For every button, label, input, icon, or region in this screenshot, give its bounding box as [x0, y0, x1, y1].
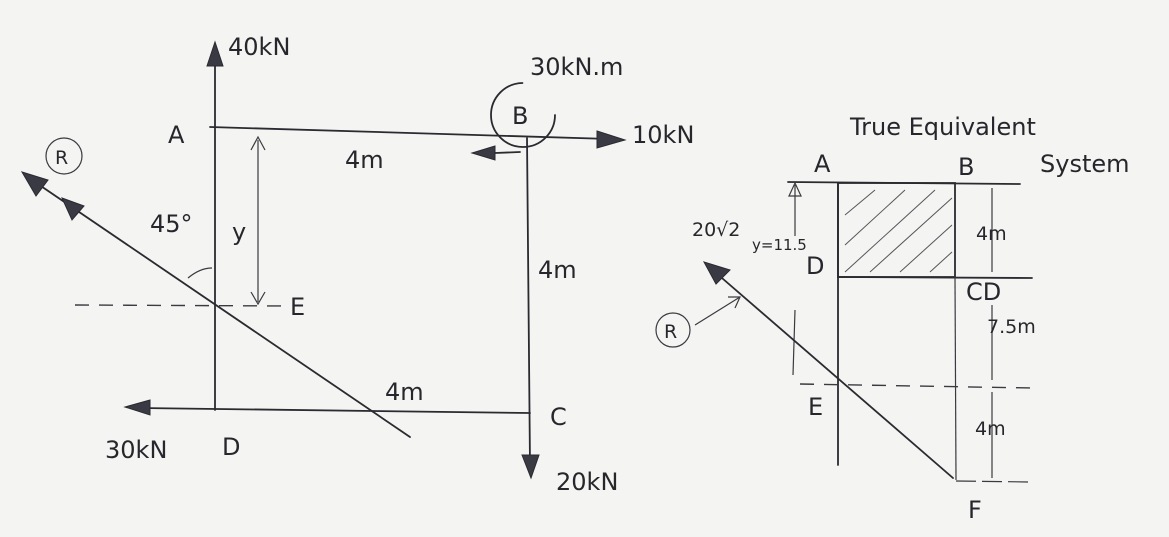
title-line1: True Equivalent — [849, 113, 1036, 141]
resultant-label: R — [664, 321, 677, 343]
resultant-circle — [45, 137, 83, 175]
dim-y-label: y — [232, 218, 246, 246]
point-a-label: A — [168, 121, 185, 149]
resultant-arrow-icon — [61, 197, 85, 221]
dim-arrow-icon — [250, 291, 266, 306]
point-d-label: D — [222, 433, 240, 461]
line-ab — [787, 181, 1021, 185]
line-cf — [954, 276, 957, 481]
dim-ab-label: 4m — [345, 146, 384, 174]
dim-bc-label: 4m — [538, 256, 577, 284]
dim-arrow-icon — [788, 181, 802, 197]
dim-ef-label: 4m — [975, 418, 1006, 440]
true-equivalent-system-diagram: True Equivalent System A B 20√2 y=11.5 D… — [655, 113, 1130, 524]
moment-arrow-icon — [470, 145, 496, 161]
arrow-up-icon — [206, 40, 224, 67]
hatched-region — [837, 182, 956, 278]
moment-arc — [490, 82, 556, 148]
force-label: 20√2 — [692, 219, 740, 241]
force-30kn-label: 30kN — [105, 436, 167, 464]
dashed-line-e — [74, 304, 291, 307]
arrow-down-icon — [521, 454, 540, 480]
resultant-arrow-icon — [702, 261, 731, 285]
point-cd-label: CD — [966, 278, 1001, 306]
point-a-label: A — [814, 150, 831, 178]
point-f-label: F — [968, 496, 982, 524]
moment-tail — [494, 151, 521, 154]
pointer-arrow-icon — [728, 296, 741, 309]
resultant-arrow-icon — [20, 171, 49, 197]
resultant-line — [714, 271, 954, 479]
arrow-right-icon — [596, 130, 627, 149]
force-40kn-label: 40kN — [228, 33, 290, 61]
title-line2: System — [1040, 150, 1130, 178]
angle-arc — [187, 267, 213, 279]
line-dc — [837, 276, 1033, 279]
moment-label: 30kN.m — [530, 53, 623, 81]
force-10kn-label: 10kN — [632, 121, 694, 149]
dashed-line-e — [799, 383, 1033, 389]
pointer-arrow — [694, 296, 741, 326]
member-ab — [209, 126, 611, 140]
arrow-left-icon — [123, 399, 151, 416]
dim-arrow-icon — [250, 135, 266, 151]
resultant-circle — [655, 312, 691, 348]
dim-bc-label: 4m — [976, 223, 1007, 245]
dim-ce-label: 7.5m — [987, 316, 1036, 338]
member-bc — [526, 137, 531, 466]
angle-label: 45° — [150, 210, 193, 238]
point-c-label: C — [550, 403, 567, 431]
line-f — [955, 480, 1031, 483]
dim-dc-label: 4m — [385, 378, 424, 406]
point-e-label: E — [290, 293, 305, 321]
left-free-body-diagram: 40kN 10kN A 4m B 30kN.m 4m C 20kN 4m 30k… — [20, 33, 694, 496]
force-20kn-label: 20kN — [556, 468, 618, 496]
dim-e-line — [792, 309, 796, 376]
point-e-label: E — [808, 393, 823, 421]
point-b-label: B — [512, 102, 528, 130]
point-d-label: D — [806, 252, 824, 280]
member-dc — [139, 407, 531, 414]
resultant-label: R — [55, 147, 68, 169]
point-b-label: B — [958, 153, 974, 181]
y-value-label: y=11.5 — [752, 236, 807, 254]
resultant-line — [34, 181, 411, 438]
